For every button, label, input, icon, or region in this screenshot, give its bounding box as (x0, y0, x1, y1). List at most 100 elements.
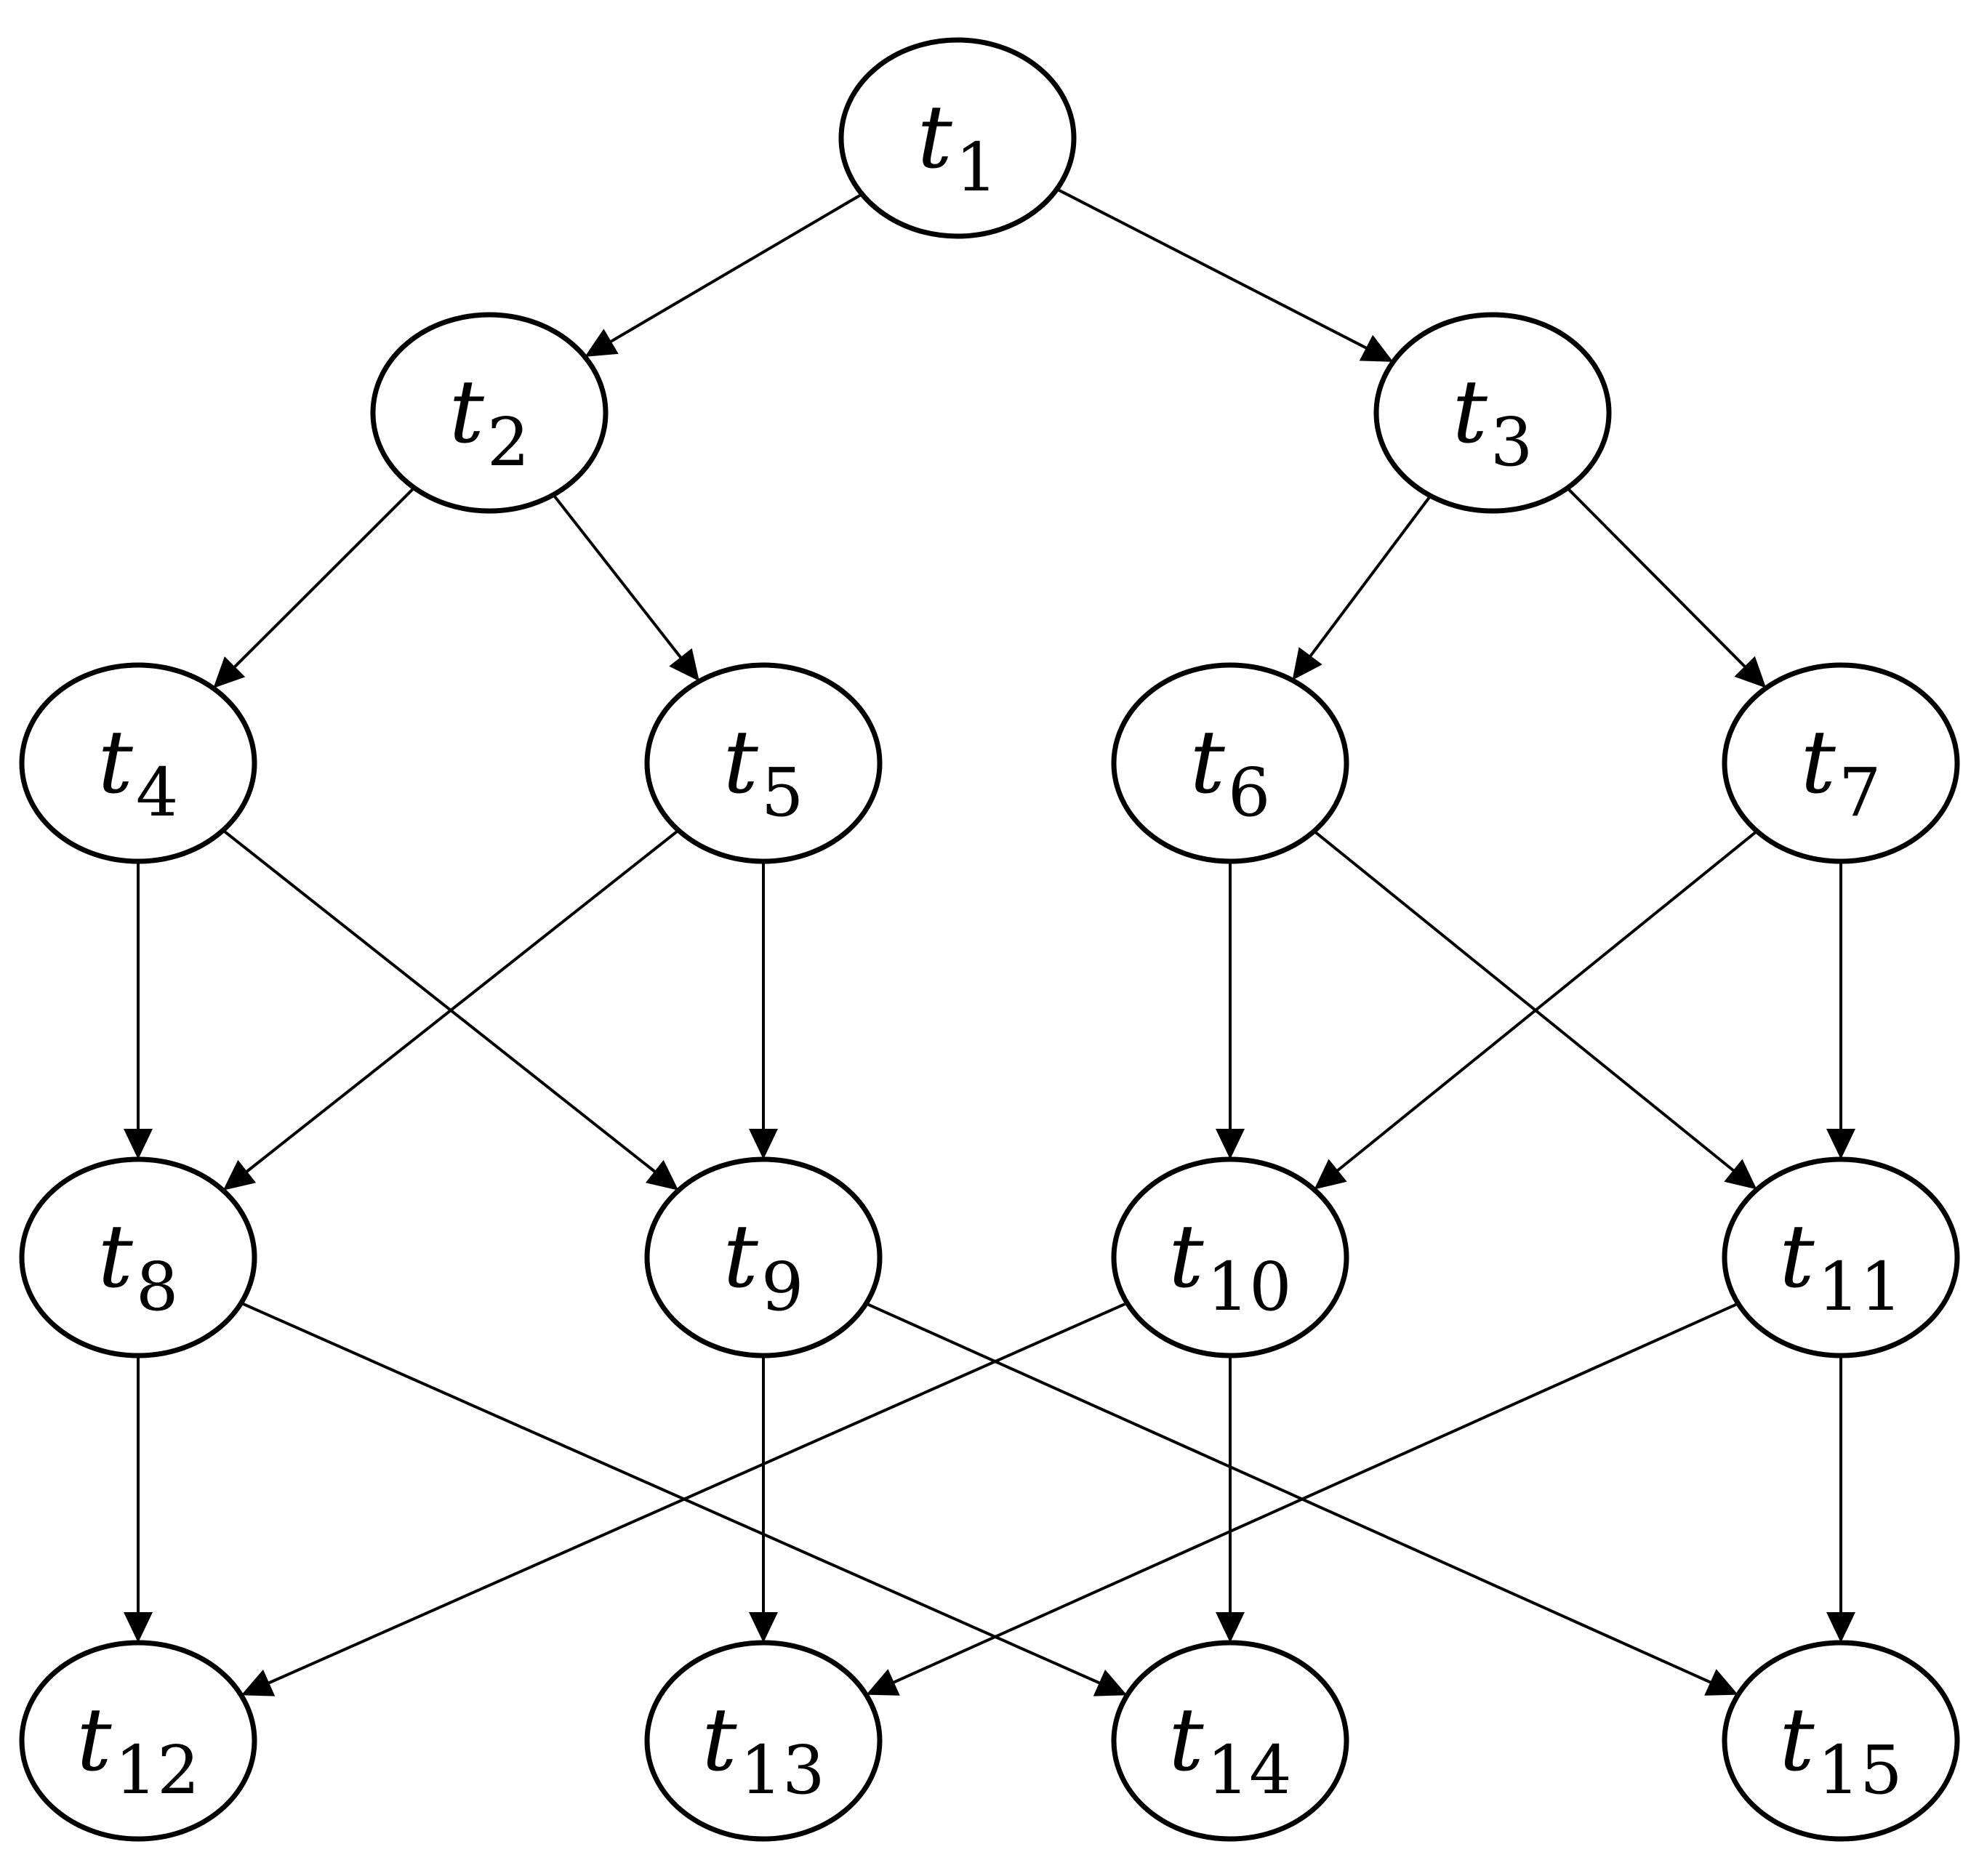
edge-line (891, 1302, 1739, 1685)
arrowhead-icon (1216, 1129, 1245, 1159)
node-label-base: t (723, 1207, 759, 1308)
node-label-subscript: 10 (1207, 1248, 1292, 1326)
edge-line (231, 486, 416, 670)
node-label-base: t (1168, 1690, 1204, 1791)
edge-line (1334, 829, 1758, 1174)
edge-t9-t15 (865, 1302, 1738, 1696)
node-label-subscript: 15 (1818, 1731, 1903, 1809)
arrowhead-icon (749, 1129, 778, 1159)
node-label: t1 (918, 87, 998, 206)
edge-t8-t12 (124, 1356, 153, 1643)
edge-t9-t13 (749, 1356, 778, 1643)
edge-t3-t6 (1292, 494, 1432, 680)
node-circle (1373, 312, 1612, 514)
node-label-subscript: 4 (136, 754, 179, 832)
edge-line (1056, 188, 1370, 351)
node-circle (19, 1156, 257, 1358)
node-t3: t3 (1373, 312, 1612, 514)
node-label-base: t (449, 362, 485, 463)
arrowhead-icon (213, 656, 246, 688)
node-circle (644, 1156, 883, 1358)
edge-t5-t8 (222, 829, 680, 1191)
edge-t6-t10 (1216, 861, 1245, 1159)
edge-line (1566, 487, 1748, 670)
edge-t10-t14 (1216, 1356, 1245, 1643)
edge-line (552, 494, 684, 661)
arrowhead-icon (1826, 1612, 1855, 1643)
edge-t6-t11 (1313, 829, 1757, 1190)
node-label-subscript: 1 (955, 129, 998, 206)
node-label: t7 (1801, 712, 1882, 832)
node-t10: t10 (1111, 1156, 1349, 1358)
arrowhead-icon (222, 1159, 257, 1191)
edge-t1-t3 (1056, 188, 1394, 362)
node-circle (1722, 1640, 1960, 1842)
node-t9: t9 (644, 1156, 883, 1358)
node-label: t2 (449, 362, 530, 481)
arrowhead-icon (1826, 1129, 1855, 1159)
edge-t8-t14 (240, 1301, 1128, 1696)
node-t11: t11 (1722, 1156, 1960, 1358)
arrowhead-icon (241, 1670, 276, 1696)
arrowhead-icon (1359, 334, 1394, 362)
node-t15: t15 (1722, 1640, 1960, 1842)
node-label-base: t (702, 1690, 737, 1791)
node-label: t5 (723, 712, 804, 832)
node-label: t6 (1190, 712, 1271, 832)
node-t1: t1 (838, 37, 1077, 239)
arrowhead-icon (1734, 656, 1767, 688)
node-circle (370, 312, 609, 514)
node-label-subscript: 8 (136, 1248, 179, 1326)
node-circle (644, 1640, 883, 1842)
node-label-subscript: 14 (1207, 1731, 1292, 1809)
node-label-base: t (98, 1207, 134, 1308)
node-label-base: t (1801, 712, 1836, 813)
node-label-base: t (1779, 1207, 1815, 1308)
node-label-base: t (1190, 712, 1226, 813)
edge-t11-t15 (1826, 1356, 1855, 1643)
node-label: t14 (1168, 1690, 1291, 1809)
edge-t11-t13 (866, 1302, 1739, 1696)
node-circle (644, 662, 883, 864)
edge-t3-t7 (1566, 487, 1767, 688)
node-label-base: t (1453, 362, 1488, 463)
arrowhead-icon (866, 1669, 900, 1696)
node-t6: t6 (1111, 662, 1349, 864)
node-label: t12 (76, 1690, 199, 1809)
edge-t7-t11 (1826, 861, 1855, 1159)
edge-t4-t9 (222, 829, 679, 1191)
edge-line (244, 829, 680, 1175)
node-t13: t13 (644, 1640, 883, 1842)
node-label-subscript: 3 (1490, 403, 1533, 481)
node-label-subscript: 12 (115, 1731, 200, 1809)
node-label-subscript: 6 (1228, 754, 1271, 832)
node-label-base: t (918, 87, 953, 188)
node-circle (838, 37, 1077, 239)
node-label-subscript: 5 (761, 754, 804, 832)
node-label-subscript: 2 (487, 403, 530, 481)
node-label: t11 (1779, 1207, 1902, 1326)
arrowhead-icon (1704, 1669, 1738, 1696)
node-circle (19, 1640, 257, 1842)
edge-t2-t5 (552, 494, 699, 682)
edge-t7-t10 (1314, 829, 1758, 1190)
edges-layer (124, 188, 1855, 1696)
arrowhead-icon (749, 1612, 778, 1643)
edge-t1-t2 (585, 193, 863, 357)
node-label: t10 (1168, 1207, 1291, 1326)
node-label: t4 (98, 712, 179, 832)
arrowhead-icon (1292, 647, 1322, 680)
node-circle (19, 662, 257, 864)
node-label-subscript: 13 (740, 1731, 825, 1809)
node-circle (1722, 662, 1960, 864)
node-label-base: t (98, 712, 134, 813)
node-circle (1722, 1156, 1960, 1358)
node-label-base: t (1779, 1690, 1815, 1791)
arrowhead-icon (124, 1129, 153, 1159)
edge-line (865, 1302, 1714, 1685)
edge-t4-t8 (124, 861, 153, 1159)
arrowhead-icon (585, 329, 619, 357)
node-t14: t14 (1111, 1640, 1349, 1842)
